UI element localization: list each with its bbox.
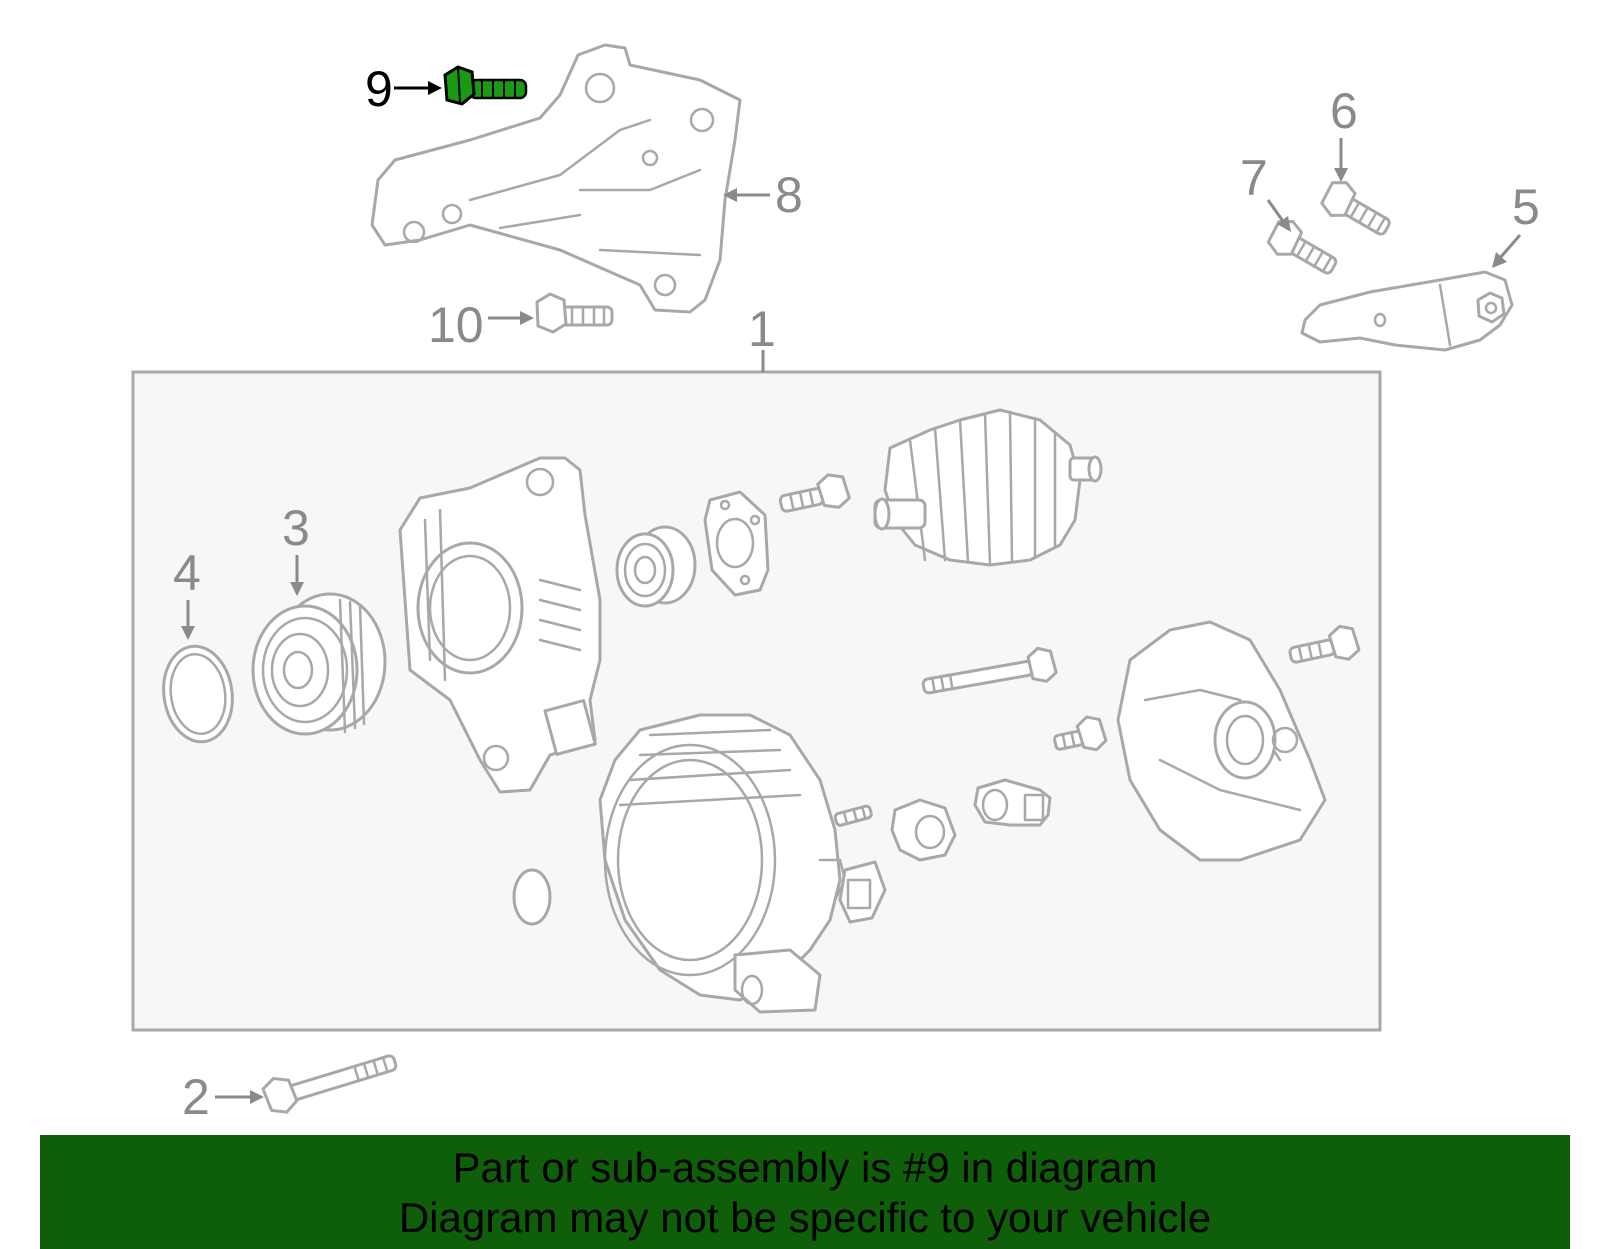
svg-text:8: 8	[775, 167, 803, 223]
callout-9: 9	[365, 61, 442, 117]
part-4-seal-ring[interactable]	[158, 642, 239, 747]
svg-text:10: 10	[428, 297, 484, 353]
o-ring[interactable]	[512, 868, 552, 926]
svg-text:1: 1	[748, 301, 776, 357]
callout-10: 10	[428, 297, 534, 353]
brush-holder[interactable]	[973, 778, 1052, 827]
part-10-bolt[interactable]	[535, 292, 614, 334]
svg-text:9: 9	[365, 61, 393, 117]
rotor[interactable]	[873, 408, 1103, 567]
callout-8: 8	[723, 167, 803, 223]
through-bolt[interactable]	[921, 646, 1058, 703]
callout-5: 5	[1492, 179, 1540, 268]
cap[interactable]	[890, 798, 957, 862]
callout-2: 2	[182, 1069, 264, 1125]
part-6-bolt[interactable]	[1318, 177, 1397, 243]
callout-3: 3	[282, 500, 310, 596]
svg-text:5: 5	[1512, 179, 1540, 235]
svg-text:7: 7	[1240, 150, 1268, 206]
part-2-bolt[interactable]	[261, 1043, 400, 1117]
bearing[interactable]	[615, 525, 697, 608]
part-3-pulley[interactable]	[251, 592, 387, 736]
stator-pulley[interactable]	[598, 713, 887, 1014]
callout-4: 4	[173, 545, 201, 640]
callout-6: 6	[1330, 83, 1358, 182]
retainer-plate[interactable]	[703, 490, 770, 597]
svg-text:6: 6	[1330, 83, 1358, 139]
svg-text:2: 2	[182, 1069, 210, 1125]
small-bolt-right[interactable]	[1287, 623, 1361, 670]
part-9-bolt-highlighted[interactable]	[443, 65, 528, 106]
info-banner: Part or sub-assembly is #9 in diagram Di…	[40, 1135, 1570, 1249]
retainer-bolt[interactable]	[777, 472, 851, 519]
callout-7: 7	[1240, 150, 1291, 232]
rear-cover[interactable]	[1116, 620, 1327, 862]
front-housing[interactable]	[398, 456, 602, 794]
part-7-bolt[interactable]	[1264, 216, 1343, 282]
svg-text:4: 4	[173, 545, 201, 601]
banner-line-1: Part or sub-assembly is #9 in diagram	[452, 1144, 1158, 1191]
small-screw[interactable]	[1051, 714, 1108, 758]
banner-line-2: Diagram may not be specific to your vehi…	[398, 1194, 1212, 1241]
callout-1: 1	[748, 301, 776, 372]
svg-text:3: 3	[282, 500, 310, 556]
part-8-bracket[interactable]	[370, 43, 742, 314]
part-5-bracket[interactable]	[1300, 270, 1514, 352]
